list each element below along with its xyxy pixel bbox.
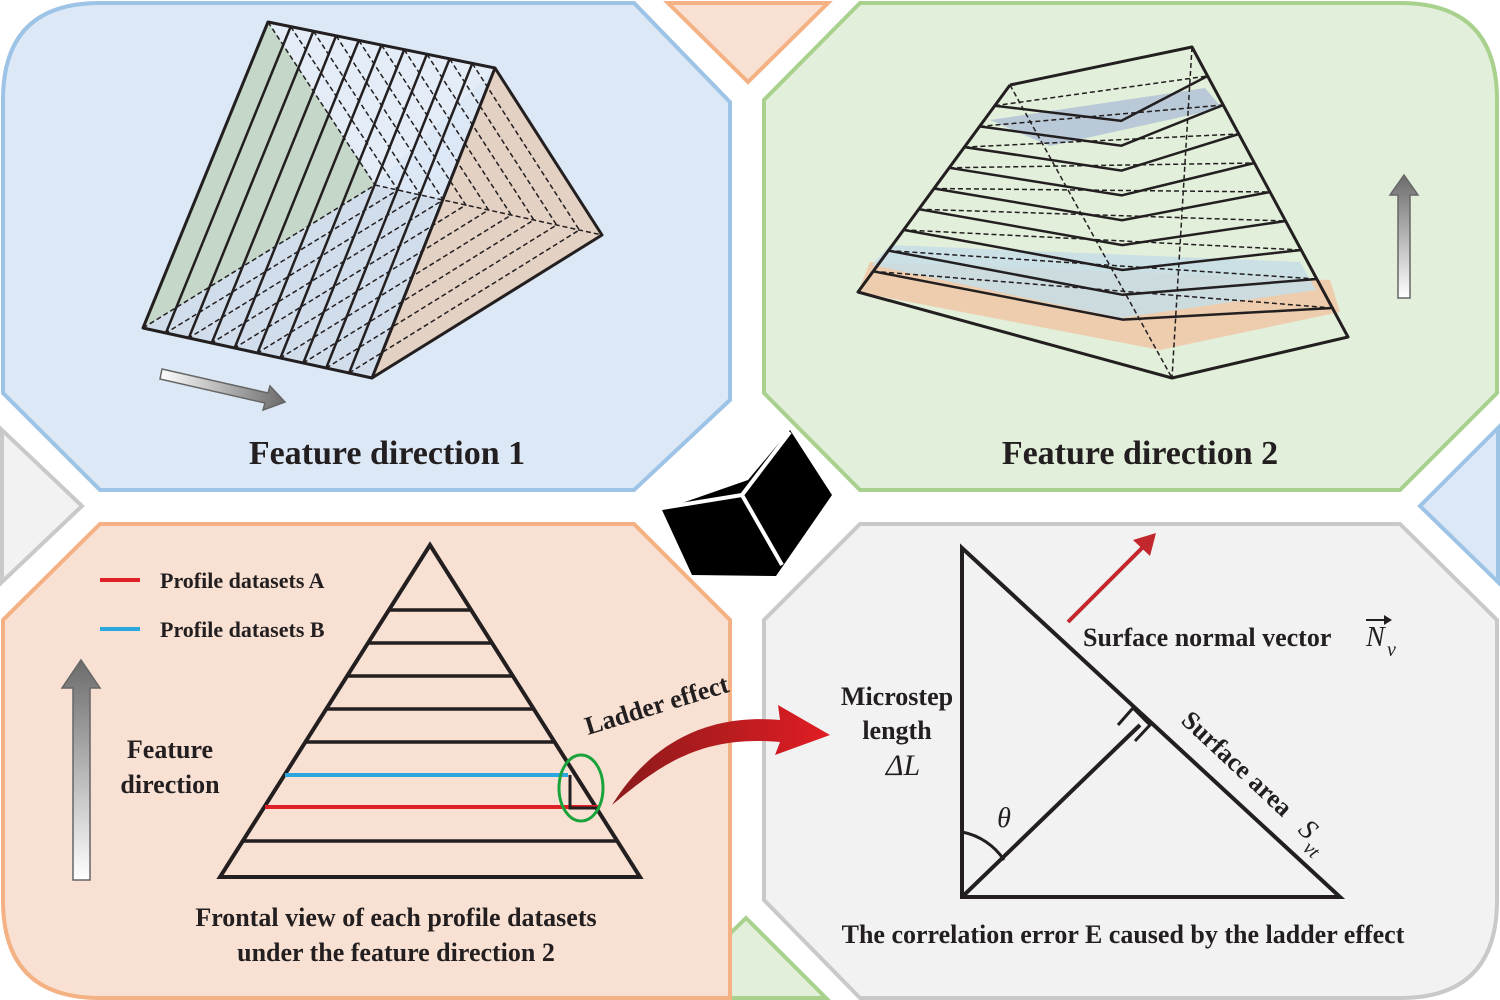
feature-direction-label-2: direction — [120, 770, 220, 799]
legend: Profile datasets A Profile datasets B — [100, 568, 325, 642]
arrow-up-icon — [60, 658, 102, 881]
pyramid-figure — [856, 45, 1350, 380]
pyramid-layer-hidden — [964, 133, 1239, 148]
blue-triangle-decor — [1417, 423, 1500, 587]
ladder-highlight-ellipse — [557, 753, 605, 823]
pyramid-layer-hidden — [873, 270, 1333, 309]
panel-frontal-view — [0, 522, 732, 1000]
pyramid-layer-line — [933, 187, 1271, 222]
prism-slice-line — [302, 53, 429, 364]
pyramid-layer-line — [949, 161, 1255, 197]
gray-triangle-decor — [0, 425, 85, 587]
prism-slice-line — [279, 49, 406, 359]
legend-label-a: Profile datasets A — [160, 568, 325, 593]
prism-slice-line — [233, 39, 360, 349]
pyramid-layer-line — [964, 132, 1240, 172]
pyramid-layer-hidden — [994, 75, 1208, 107]
prism-slice-line — [187, 30, 315, 339]
prism-figure — [141, 20, 604, 380]
prism-slice-line — [164, 26, 292, 334]
panel-feature-direction-2 — [762, 1, 1499, 492]
feature-direction-2-title: Feature direction 2 — [1002, 435, 1278, 472]
pyramid-layer-hidden — [949, 162, 1255, 169]
pyramid-layer-hidden — [903, 229, 1302, 251]
microstep-label-2: length — [862, 716, 932, 745]
feature-direction-label-1: Feature — [127, 735, 213, 764]
pyramid-layer-hidden — [933, 187, 1271, 193]
pyramid-layer-line — [994, 74, 1209, 123]
normal-vector-subscript: v — [1387, 639, 1396, 661]
microstep-label-1: Microstep — [841, 682, 953, 711]
pyramid-layer-line — [888, 249, 1317, 297]
prism-slice-line — [210, 35, 338, 344]
prism-slice-line — [325, 58, 451, 369]
pyramid-layer-hidden — [979, 104, 1224, 128]
pyramid-layer-line — [872, 270, 1333, 321]
theta-symbol: θ — [997, 803, 1011, 834]
pyramid-layer-line — [918, 207, 1286, 247]
panel-correlation-error — [762, 522, 1499, 1000]
normal-vector-arrowhead — [1133, 533, 1156, 556]
frontal-caption-1: Frontal view of each profile datasets — [195, 903, 596, 932]
arrow-up-icon — [1388, 173, 1420, 299]
prism-slice-line — [347, 62, 474, 374]
vector-bar-arrowhead — [1384, 615, 1392, 625]
prism-slice-hidden — [325, 58, 558, 369]
prism-slice-hidden — [348, 62, 581, 374]
prism-slice-hidden — [302, 53, 535, 364]
cube-icon — [661, 430, 832, 576]
legend-label-b: Profile datasets B — [160, 617, 325, 642]
normal-vector-label: Surface normal vector — [1083, 623, 1331, 652]
frontal-caption-2: under the feature direction 2 — [237, 938, 555, 967]
pyramid-layer-line — [979, 103, 1224, 147]
normal-vector-symbol: N — [1365, 622, 1386, 653]
curved-arrow-icon — [612, 705, 830, 805]
error-triangle — [960, 543, 1346, 899]
frontal-pyramid — [216, 541, 644, 879]
prism-slice-line — [256, 44, 383, 354]
normal-vector-arrow — [1066, 543, 1147, 624]
pyramid-layer-hidden — [918, 208, 1286, 222]
delta-l-symbol: ΔL — [885, 749, 920, 782]
pyramid-layer-line — [903, 228, 1302, 272]
feature-direction-1-title: Feature direction 1 — [249, 435, 525, 472]
arrow-right-icon — [159, 368, 287, 412]
orange-triangle-decor — [663, 1, 833, 85]
correlation-error-caption: The correlation error E caused by the la… — [842, 920, 1405, 949]
